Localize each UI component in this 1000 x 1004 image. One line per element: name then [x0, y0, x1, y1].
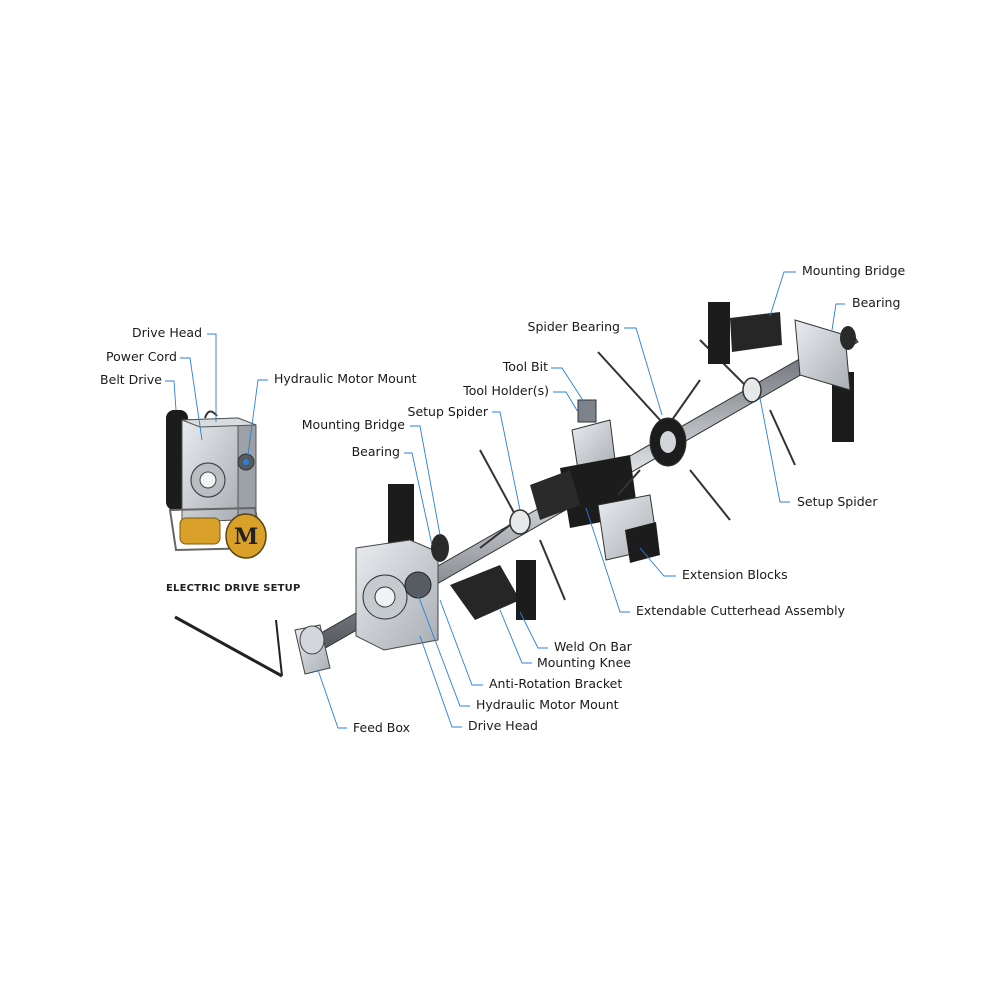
label-hydraulic-motor-mount-bottom: Hydraulic Motor Mount	[476, 697, 619, 712]
label-bearing-right: Bearing	[852, 295, 901, 310]
label-drive-head-top: Drive Head	[132, 325, 202, 340]
label-belt-drive: Belt Drive	[100, 372, 162, 387]
tool-bit	[577, 399, 597, 423]
label-mounting-bridge-left: Mounting Bridge	[301, 417, 405, 432]
label-mounting-bridge-right: Mounting Bridge	[802, 263, 906, 278]
label-bearing-left: Bearing	[351, 444, 400, 459]
caption-electric-drive-setup: Electric Drive Setup	[166, 583, 301, 594]
bearing-right	[840, 326, 856, 350]
feed-crank-handle	[174, 615, 283, 678]
label-extension-blocks: Extension Blocks	[682, 567, 788, 582]
svg-text:M: M	[234, 524, 258, 550]
mounting-knee	[516, 560, 536, 620]
extendable-cutterhead-assembly	[530, 399, 660, 563]
electric-drive-setup: M	[166, 410, 267, 559]
mounting-bridge-right	[708, 302, 854, 442]
label-tool-bit: Tool Bit	[502, 359, 548, 374]
electric-motor	[179, 517, 221, 545]
leader-lines	[165, 271, 845, 729]
hydraulic-motor-mount-main	[404, 571, 432, 599]
label-setup-spider-left: Setup Spider	[407, 404, 488, 419]
label-drive-head-bottom: Drive Head	[468, 718, 538, 733]
spider-bearing	[597, 351, 731, 521]
label-weld-on-bar: Weld On Bar	[554, 639, 632, 654]
bearing-left	[431, 534, 449, 562]
label-mounting-knee: Mounting Knee	[537, 655, 631, 670]
anti-rotation-bracket	[450, 565, 520, 620]
boring-bar-assembly	[174, 302, 859, 678]
label-tool-holders: Tool Holder(s)	[463, 383, 549, 398]
leader-drive-head-top	[207, 333, 217, 422]
mounting-bridge-left	[388, 484, 414, 544]
label-anti-rotation-bracket: Anti-Rotation Bracket	[489, 676, 623, 691]
label-setup-spider-right: Setup Spider	[797, 494, 878, 509]
label-power-cord: Power Cord	[106, 349, 177, 364]
power-cord	[204, 410, 218, 419]
label-extendable-cutterhead: Extendable Cutterhead Assembly	[636, 603, 845, 618]
setup-spider-left	[479, 449, 566, 601]
label-feed-box: Feed Box	[353, 720, 411, 735]
label-hydraulic-motor-mount-top: Hydraulic Motor Mount	[274, 371, 417, 386]
label-spider-bearing: Spider Bearing	[527, 319, 620, 334]
